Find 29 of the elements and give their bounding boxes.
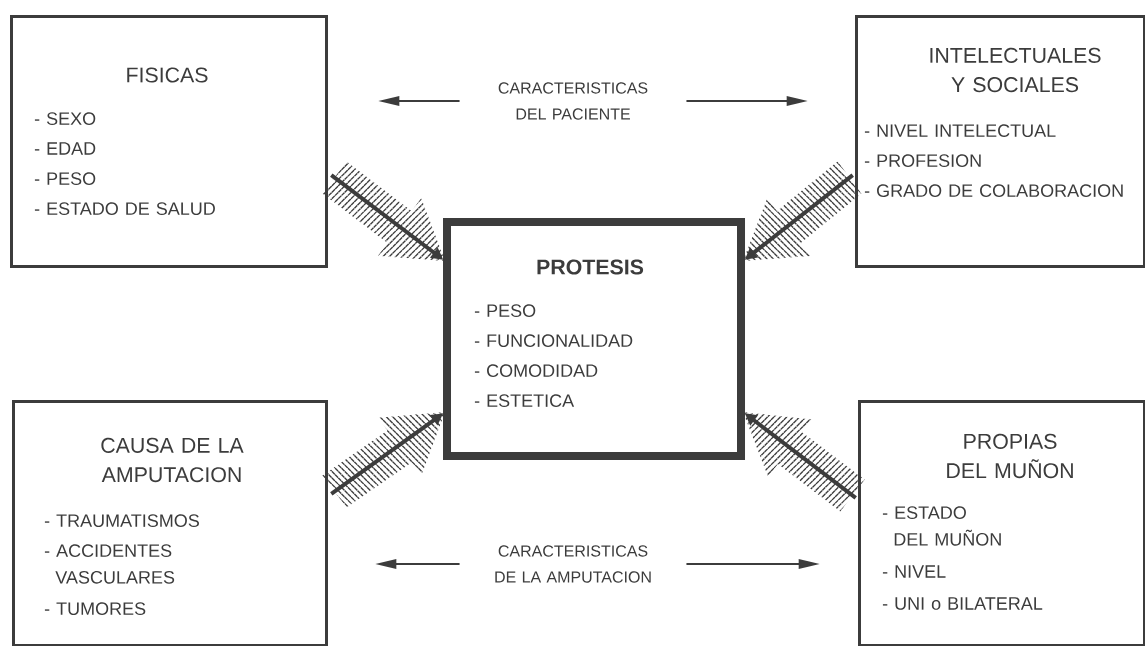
category-box xyxy=(12,400,328,646)
box-heading: FISICAS xyxy=(127,67,208,83)
list-item: - COMODIDAD xyxy=(474,364,598,377)
box-heading: CAUSA DE LA AMPUTACION xyxy=(101,437,244,483)
list-item: - NIVEL xyxy=(882,565,946,578)
box-heading: INTELECTUALES Y SOCIALES xyxy=(930,47,1101,93)
list-item: - PESO xyxy=(34,172,96,185)
category-box xyxy=(855,15,1145,268)
list-item: - UNI o BILATERAL xyxy=(882,597,1043,610)
list-item: - TRAUMATISMOS xyxy=(44,514,199,527)
side-label: CARACTERISTICAS DEL PACIENTE xyxy=(498,82,648,120)
box-heading: PROTESIS xyxy=(537,259,644,275)
list-item: - TUMORES xyxy=(44,602,146,615)
list-item: - FUNCIONALIDAD xyxy=(474,334,633,347)
list-item: - ESTADO DEL MUÑON xyxy=(882,506,1001,546)
list-item: - NIVEL INTELECTUAL xyxy=(864,124,1056,137)
category-box xyxy=(443,218,745,460)
box-heading: PROPIAS DEL MUÑON xyxy=(947,433,1073,479)
side-label: CARACTERISTICAS DE LA AMPUTACION xyxy=(495,545,651,583)
list-item: - SEXO xyxy=(34,112,96,125)
list-item: - ACCIDENTES VASCULARES xyxy=(44,544,175,584)
list-item: - GRADO DE COLABORACION xyxy=(864,184,1123,197)
category-box xyxy=(10,15,328,268)
list-item: - PESO xyxy=(474,304,536,317)
list-item: - EDAD xyxy=(34,142,96,155)
list-item: - PROFESION xyxy=(864,154,981,167)
list-item: - ESTADO DE SALUD xyxy=(34,202,215,215)
category-box xyxy=(858,400,1145,646)
list-item: - ESTETICA xyxy=(474,394,575,407)
